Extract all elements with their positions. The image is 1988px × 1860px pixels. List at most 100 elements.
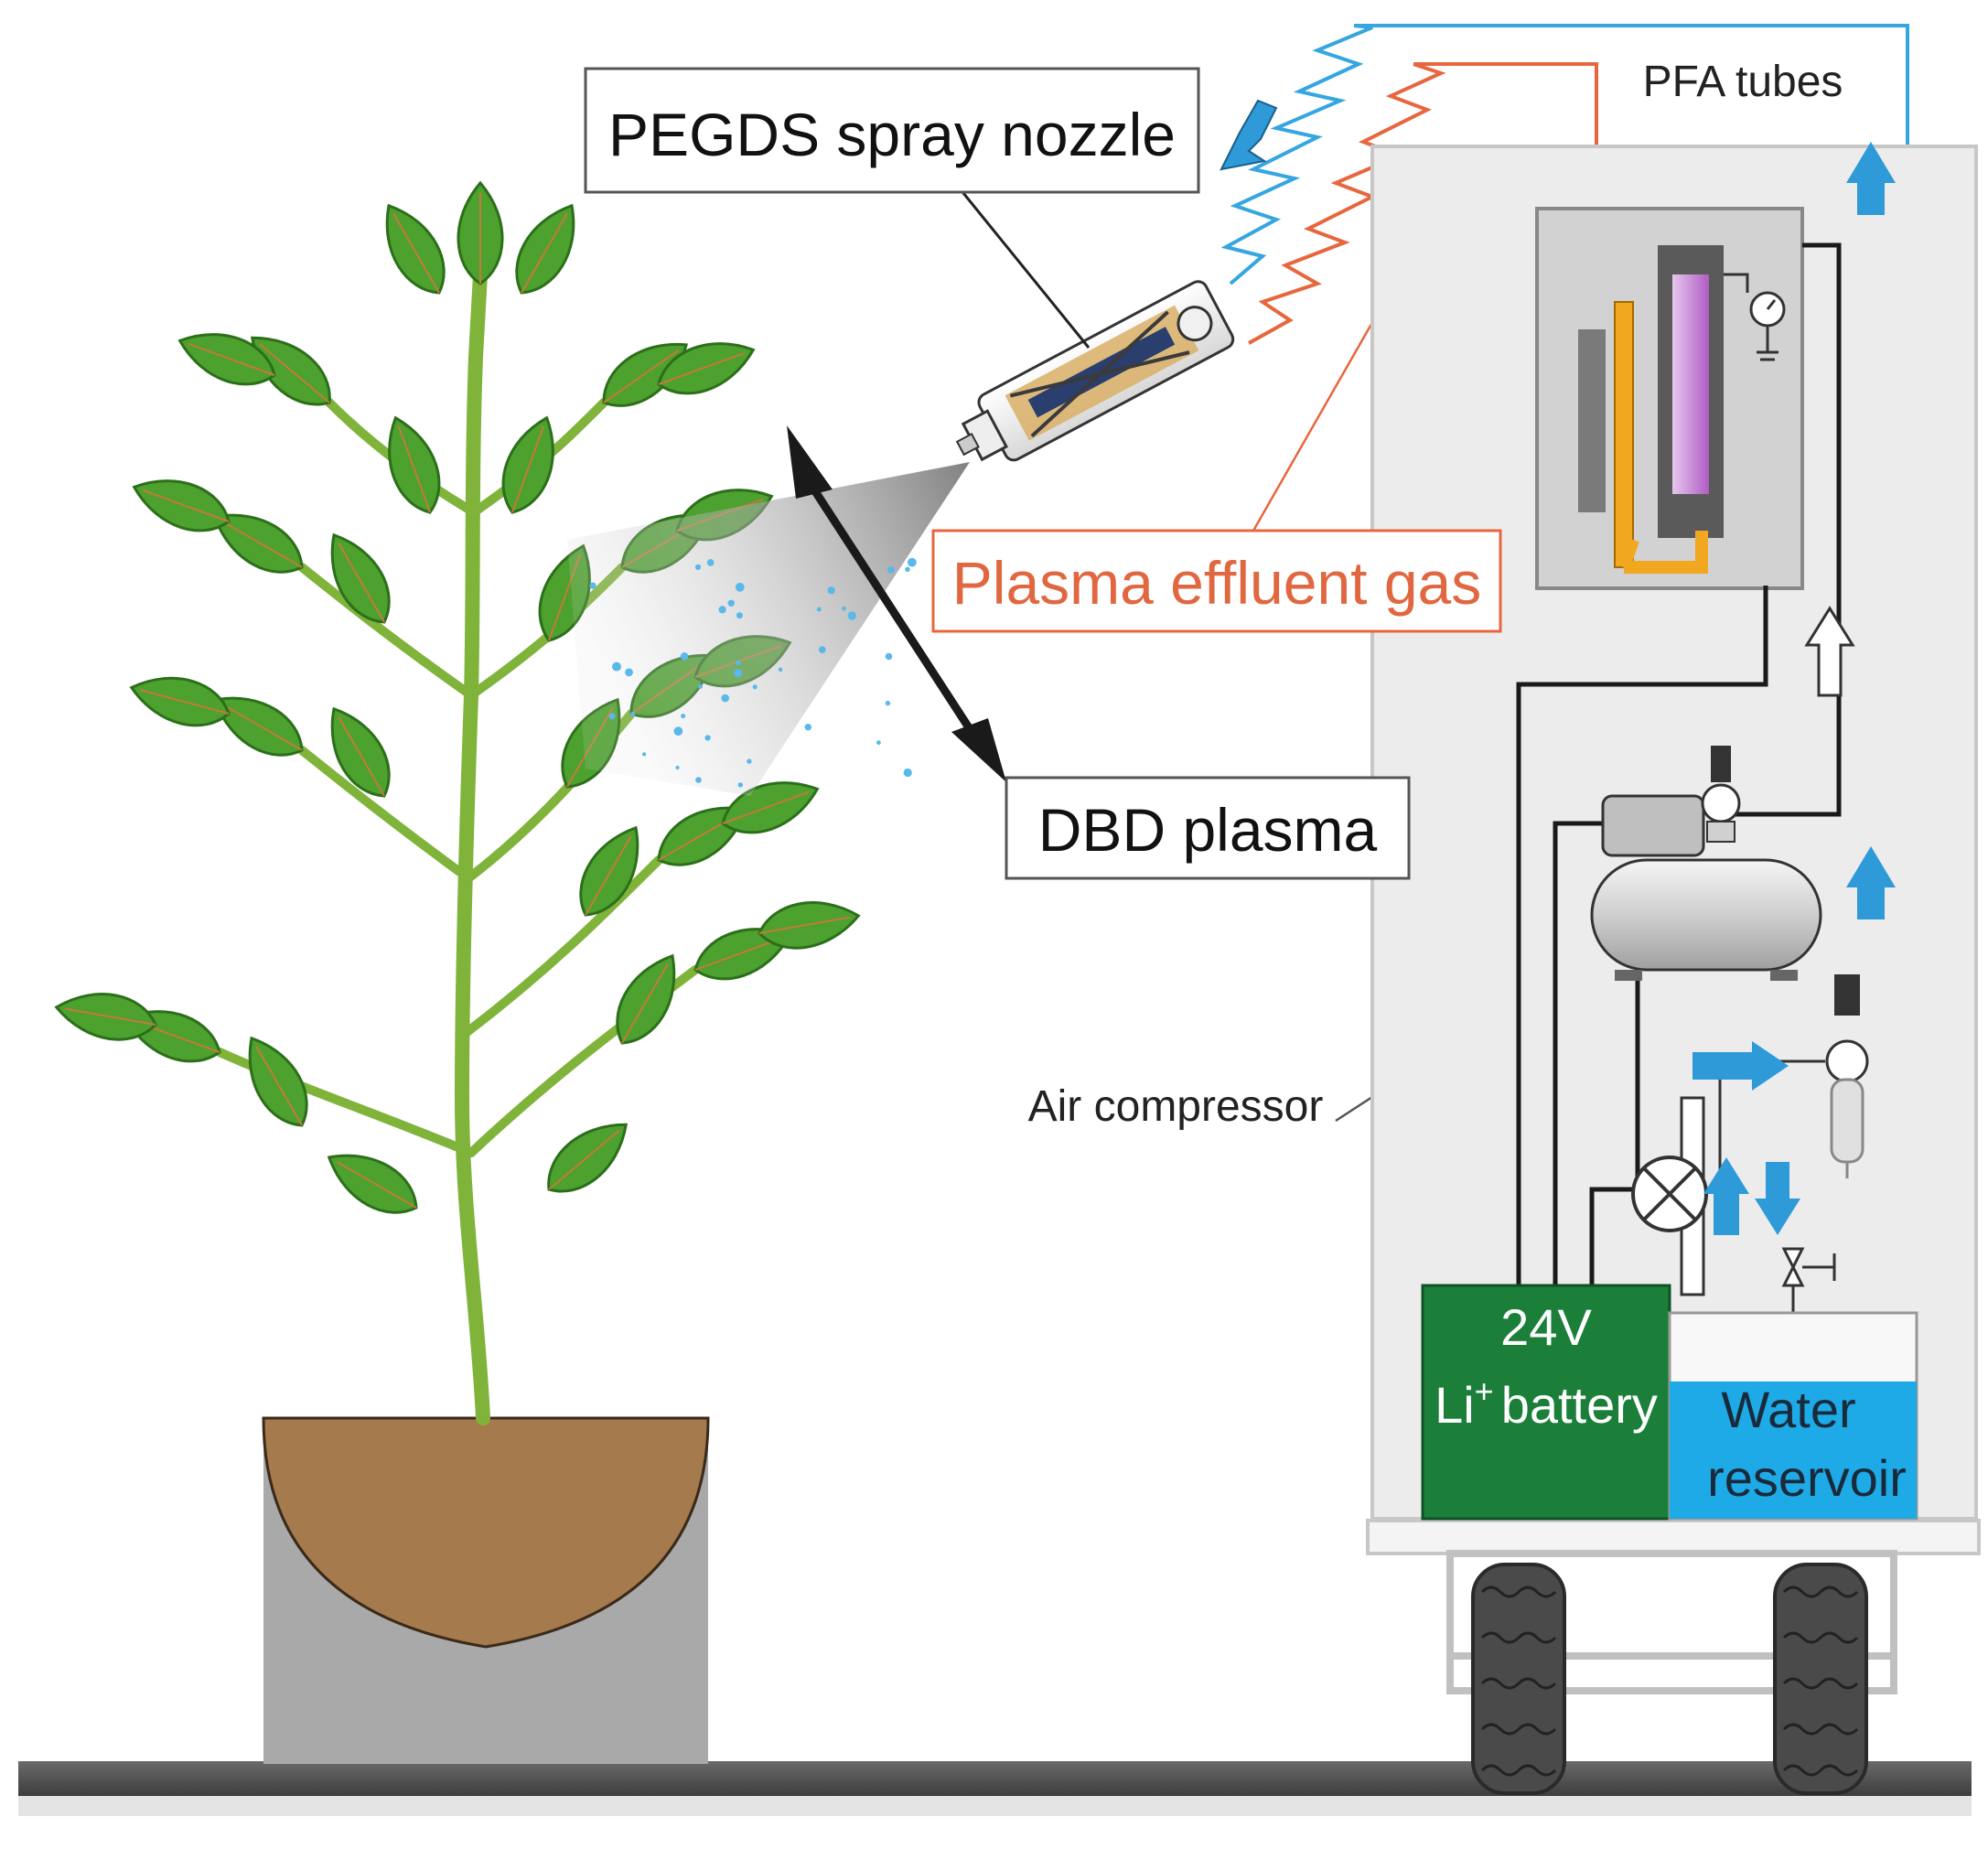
wheel-icon [1773,1563,1868,1795]
leaf [388,415,441,514]
leaf-vein [338,715,385,797]
pot-icon [262,1416,710,1764]
flow-arrow-icon [1220,99,1278,171]
spray-droplet [736,660,741,666]
spray-droplet [727,599,735,607]
spray-droplet [905,566,910,572]
leaf-vein [221,521,303,568]
spray-droplet [673,726,683,736]
spray-droplet [818,646,826,653]
spray-droplet [842,606,846,611]
leaf-vein [603,349,680,403]
pfa-tube-blue-zigzag [1220,24,1373,285]
pfa-tubes-label: PFA tubes [1643,58,1843,106]
leaf-vein [255,1045,303,1126]
leaf [657,342,756,395]
plant-icon [54,180,861,1425]
dbd-label-box [1005,776,1411,880]
leaf-vein [142,489,230,522]
spray-droplet [625,668,633,677]
flow-arrow-icon [1804,606,1855,697]
water-reservoir-fill [1670,1382,1917,1519]
spray-droplet [908,557,917,567]
flow-arrow-icon [1692,142,1896,1235]
plasma-reactor-icon [1535,207,1804,590]
spray-droplet [608,713,616,720]
leaf-vein [221,704,303,751]
water-label-line2: reservoir [1707,1449,1907,1507]
spray-droplet [642,752,647,757]
plasma-effluent-label: Plasma effluent gas [952,549,1481,617]
leaf [132,479,231,532]
spray-droplet [695,777,702,783]
leaf [129,676,231,727]
spray-droplet [847,611,856,620]
nozzle-callout-line [950,177,1091,349]
wiring [1516,242,1842,1290]
spray-droplet [734,669,743,678]
leaf [501,415,554,514]
spray-droplet [752,684,758,690]
spray-droplet [718,606,726,614]
spray-droplet [589,582,596,589]
pegds-label-box [584,67,1200,194]
battery-superscript: + [1475,1372,1494,1410]
spray-droplet [675,765,680,770]
battery-box [1421,1284,1671,1521]
spray-droplet [736,612,743,619]
spray-droplet [885,700,891,706]
leaf-vein [694,937,782,971]
spray-droplet [698,684,703,689]
spray-droplet [804,724,811,731]
leaf-vein [140,689,230,715]
double-arrow-icon [787,425,1006,782]
spray-droplet [876,740,881,746]
leaf-vein [722,790,810,824]
leaf-vein [392,212,440,294]
spray-droplet [747,758,752,764]
pegds-label: PEGDS spray nozzle [608,101,1176,168]
battery-voltage-label: 24V [1500,1298,1592,1356]
leaf-vein [511,425,545,513]
filter-regulator-icon [1825,974,1869,1178]
spray-droplet [816,607,822,612]
water-label-line1: Water [1721,1381,1855,1438]
plasma-effluent-label-box [931,529,1502,633]
spray-droplet [680,652,689,661]
spray-droplet [778,667,783,672]
spray-nozzle-icon [955,280,1235,462]
air-compressor-label: Air compressor [1028,1082,1324,1131]
leaf-vein [338,542,385,623]
wheel-icon [1471,1563,1566,1795]
battery-li: Li [1435,1376,1475,1434]
battery-type-label: Li+battery [1435,1372,1658,1434]
leaf-vein [585,834,632,916]
spray-droplet [612,661,621,672]
leaf-vein [397,425,431,513]
leaf-vein [658,351,746,385]
spray-droplet [721,693,729,703]
spray-droplet [706,559,715,566]
battery-word: battery [1501,1376,1658,1434]
leaf-vein [336,1161,417,1209]
valve-icon [1631,1096,1836,1345]
spray-droplet [737,782,743,788]
leaf-vein [188,342,275,376]
spray-droplet [694,564,702,571]
spray-droplet [735,582,745,592]
spray-droplet [827,586,835,595]
spray-droplet [704,735,711,741]
leaf [177,333,276,386]
compressor-icon [1590,746,1822,981]
spray-droplets [589,557,917,788]
leaf-vein [65,1007,156,1026]
ground-shadow [18,1796,1972,1816]
spray-droplet [630,711,636,717]
spray-droplet [681,714,686,719]
leaf-vein [621,962,669,1044]
leaf-vein [758,916,850,934]
ground-line [18,1761,1972,1796]
leaf-vein [258,342,330,403]
